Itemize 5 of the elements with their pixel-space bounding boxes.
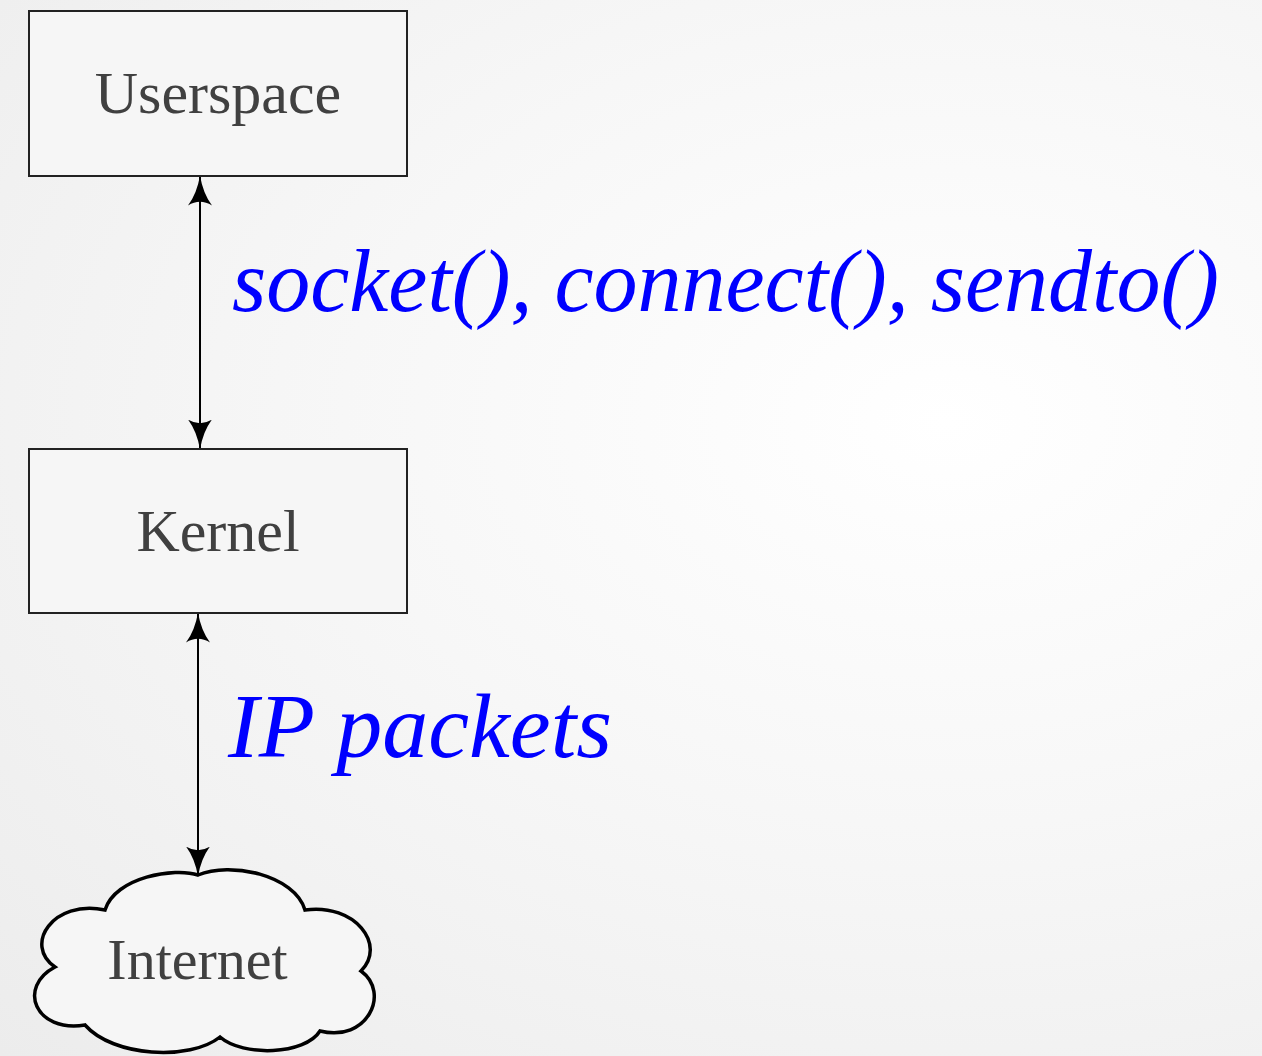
node-label: Userspace (94, 59, 342, 128)
node-label: Kernel (136, 496, 300, 566)
process-box (28, 448, 408, 614)
node-label: Internet (107, 925, 288, 993)
process-box (28, 10, 408, 177)
